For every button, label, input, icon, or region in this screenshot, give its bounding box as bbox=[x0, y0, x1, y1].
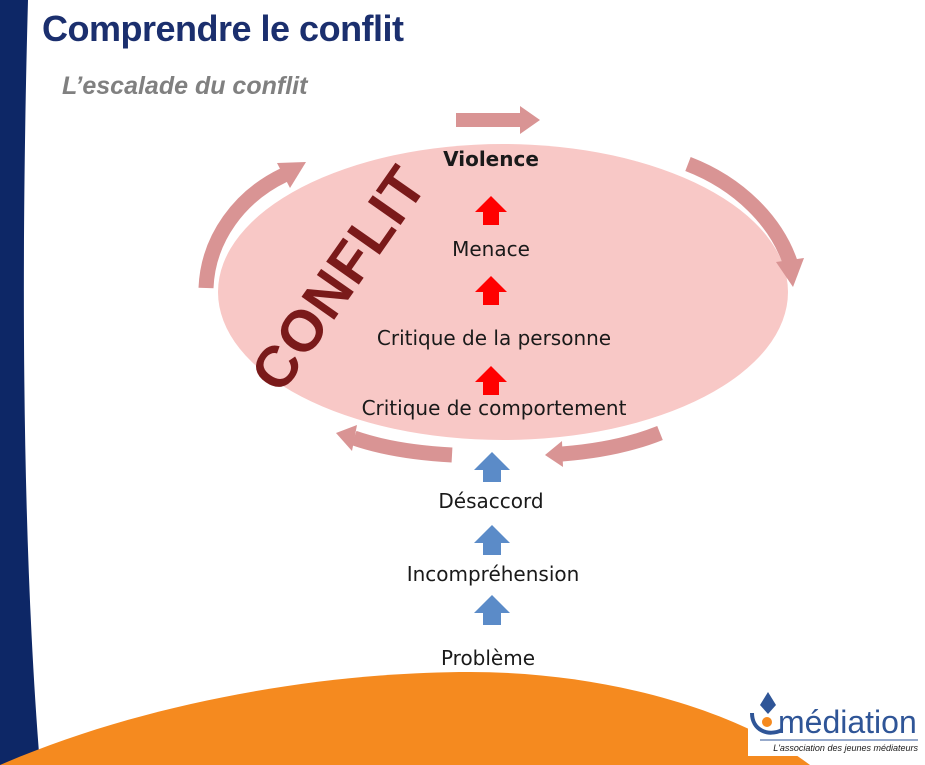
red-up-arrow-icon bbox=[475, 276, 507, 305]
logo-tagline: L'association des jeunes médiateurs bbox=[773, 743, 918, 753]
cycle-arrow-top bbox=[456, 106, 540, 134]
logo-person-icon bbox=[750, 692, 783, 735]
cycle-arrow-bottom-left bbox=[336, 425, 453, 463]
level-desaccord: Désaccord bbox=[438, 489, 543, 513]
level-menace: Menace bbox=[452, 237, 530, 261]
slide-subtitle: L’escalade du conflit bbox=[62, 72, 308, 100]
red-up-arrow-icon bbox=[475, 366, 507, 395]
blue-up-arrow-icon bbox=[474, 595, 510, 625]
bottom-orange-band bbox=[0, 672, 810, 765]
level-critique-personne: Critique de la personne bbox=[377, 326, 611, 350]
mediation-logo: médiation L'association des jeunes média… bbox=[748, 676, 920, 756]
left-blue-band bbox=[0, 0, 40, 765]
red-up-arrow-icon bbox=[475, 196, 507, 225]
slide-title: Comprendre le conflit bbox=[42, 8, 404, 49]
level-incomprehension: Incompréhension bbox=[407, 562, 580, 586]
cycle-arrow-right bbox=[685, 157, 804, 287]
logo-text: médiation bbox=[778, 704, 917, 740]
level-critique-comportement: Critique de comportement bbox=[362, 396, 627, 420]
blue-up-arrow-icon bbox=[474, 525, 510, 555]
blue-up-arrow-icon bbox=[474, 452, 510, 482]
level-violence: Violence bbox=[443, 147, 539, 171]
cycle-arrow-bottom-right bbox=[545, 426, 663, 467]
level-probleme: Problème bbox=[441, 646, 535, 670]
cycle-arrow-left bbox=[198, 162, 306, 289]
